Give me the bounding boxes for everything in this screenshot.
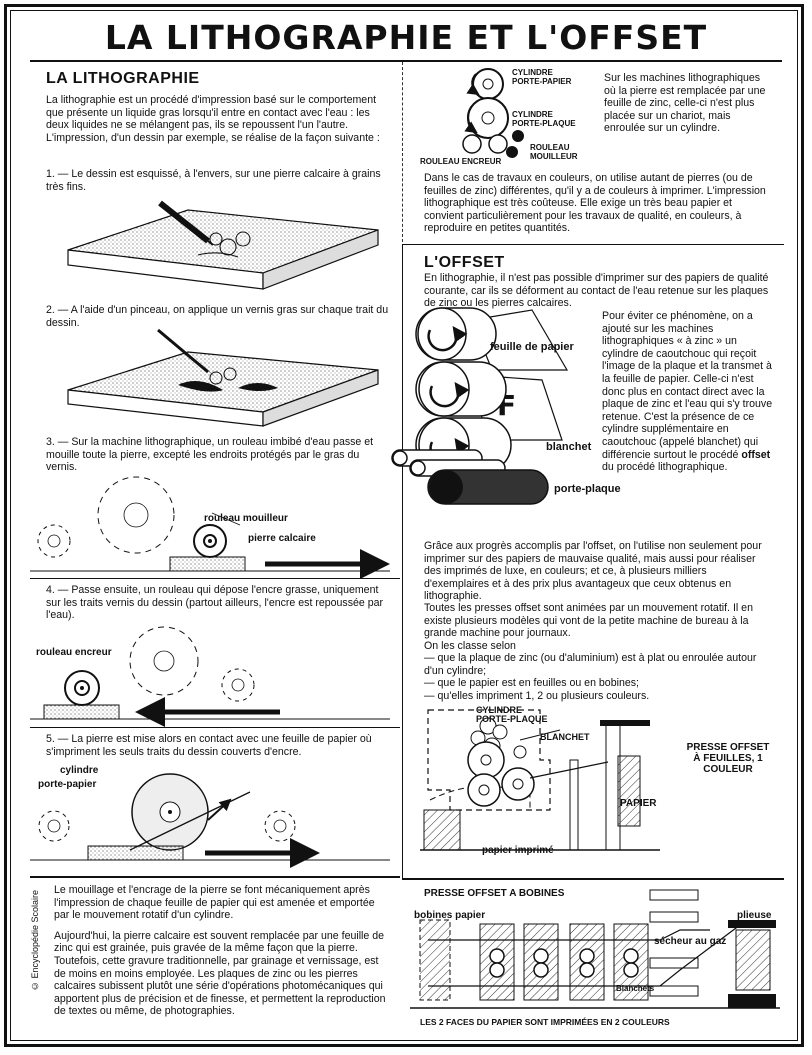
offset-box bbox=[402, 244, 784, 878]
label-secheur: sécheur au gaz bbox=[654, 936, 727, 947]
stone-brush-figure bbox=[67, 328, 379, 427]
offset-para: Pour éviter ce phénomène, on a ajouté su… bbox=[602, 310, 774, 474]
webpress-caption: LES 2 FACES DU PAPIER SONT IMPRIMÉES EN … bbox=[420, 1017, 670, 1027]
column-rule bbox=[402, 62, 403, 242]
couleurs-text: Dans le cas de travaux en couleurs, on u… bbox=[424, 172, 766, 235]
copyright: © Encyclopédie Scolaire bbox=[30, 890, 40, 992]
offset-progres: Grâce aux progrès accomplis par l'offset… bbox=[424, 540, 762, 603]
offset-para-a: Pour éviter ce phénomène, on a ajouté su… bbox=[602, 310, 773, 461]
offset-classe: On les classe selon bbox=[424, 640, 516, 652]
label-bobines: bobines papier bbox=[414, 910, 486, 921]
webpress-figure bbox=[410, 889, 780, 1009]
label-rouleau-mouilleur: rouleau mouilleur bbox=[204, 513, 288, 524]
title-rule bbox=[30, 60, 782, 62]
label-papier-imprime: papier imprimé bbox=[482, 845, 554, 856]
criteria-item: — que le papier est en feuilles ou en bo… bbox=[424, 677, 639, 690]
sheetfed-press-figure bbox=[420, 709, 660, 851]
label-cylindre: cylindre bbox=[60, 765, 99, 776]
step-1: 1. — Le dessin est esquissé, à l'envers,… bbox=[46, 168, 381, 193]
label-cyl-porte-plaque: CYLINDRE PORTE-PLAQUE bbox=[512, 110, 576, 128]
litho-machine-figure bbox=[462, 68, 524, 158]
offset-intro: En lithographie, il n'est pas possible d… bbox=[424, 272, 769, 310]
label-rouleau-encreur: rouleau encreur bbox=[36, 647, 112, 658]
step-2: 2. — A l'aide d'un pinceau, on applique … bbox=[46, 304, 389, 329]
litho-intro: La lithographie est un procédé d'impress… bbox=[46, 94, 391, 144]
offset-criteria: — que la plaque de zinc (ou d'aluminium)… bbox=[424, 652, 774, 702]
label-porte-papier: porte-papier bbox=[38, 779, 97, 790]
litho-intro-text: La lithographie est un procédé d'impress… bbox=[46, 94, 377, 132]
outer-frame bbox=[4, 4, 804, 1047]
divider-3-4 bbox=[30, 578, 400, 579]
offset-para-b: du procédé lithographique. bbox=[602, 461, 728, 474]
closing-rule bbox=[30, 876, 400, 878]
label-blanchet: blanchet bbox=[546, 441, 592, 453]
inner-frame bbox=[10, 10, 798, 1041]
label-blanchets: Blanchets bbox=[616, 984, 655, 993]
criteria-item: — qu'elles impriment 1, 2 ou plusieurs c… bbox=[424, 689, 650, 702]
closing-text-1: Le mouillage et l'encrage de la pierre s… bbox=[54, 884, 375, 922]
label-feuille: feuille de papier bbox=[490, 341, 574, 353]
step-3: 3. — Sur la machine lithographique, un r… bbox=[46, 436, 374, 474]
label-machine-mouilleur: ROULEAU MOUILLEUR bbox=[530, 143, 578, 161]
litho-closing: Le mouillage et l'encrage de la pierre s… bbox=[54, 884, 390, 1018]
paper-cylinder-figure bbox=[30, 773, 390, 868]
label-papier: PAPIER bbox=[620, 798, 657, 809]
litho-heading: LA LITHOGRAPHIE bbox=[46, 70, 200, 87]
label-machine-encreur: ROULEAU ENCREUR bbox=[420, 157, 502, 166]
litho-intro-text2: L'impression, d'un dessin par exemple, s… bbox=[46, 131, 380, 144]
label-plieuse: plieuse bbox=[737, 910, 772, 921]
stone-pencil-figure bbox=[67, 200, 379, 290]
ink-roller-figure bbox=[30, 626, 390, 727]
closing-text-2: Aujourd'hui, la pierre calcaire est souv… bbox=[54, 929, 386, 1018]
page-title: LA LITHOGRAPHIE ET L'OFFSET bbox=[104, 18, 708, 57]
step-4: 4. — Passe ensuite, un rouleau qui dépos… bbox=[46, 584, 384, 622]
label-presse-blanchet: BLANCHET bbox=[540, 732, 590, 742]
offset-cylinders-figure: F bbox=[391, 307, 569, 505]
label-cyl-porte-papier: CYLINDRE PORTE-PAPIER bbox=[512, 68, 572, 86]
label-presse-cyl: CYLINDRE PORTE-PLAQUE bbox=[476, 705, 548, 724]
divider-4-5 bbox=[30, 727, 400, 728]
machine-text: Sur les machines lithographiques où la p… bbox=[604, 72, 766, 135]
label-porte-plaque: porte-plaque bbox=[554, 483, 621, 495]
offset-heading: L'OFFSET bbox=[424, 254, 505, 271]
label-presse-feuilles: PRESSE OFFSET À FEUILLES, 1 COULEUR bbox=[686, 742, 770, 775]
wetting-roller-figure bbox=[30, 476, 390, 579]
webpress-rule bbox=[402, 878, 784, 880]
offset-presses: Toutes les presses offset sont animées p… bbox=[424, 602, 753, 640]
webpress-title: PRESSE OFFSET A BOBINES bbox=[424, 888, 565, 899]
step-5: 5. — La pierre est mise alors en contact… bbox=[46, 733, 372, 758]
label-pierre-calcaire: pierre calcaire bbox=[248, 533, 316, 544]
offset-para-bold: offset bbox=[741, 448, 771, 461]
criteria-item: — que la plaque de zinc (ou d'aluminium)… bbox=[424, 652, 757, 677]
